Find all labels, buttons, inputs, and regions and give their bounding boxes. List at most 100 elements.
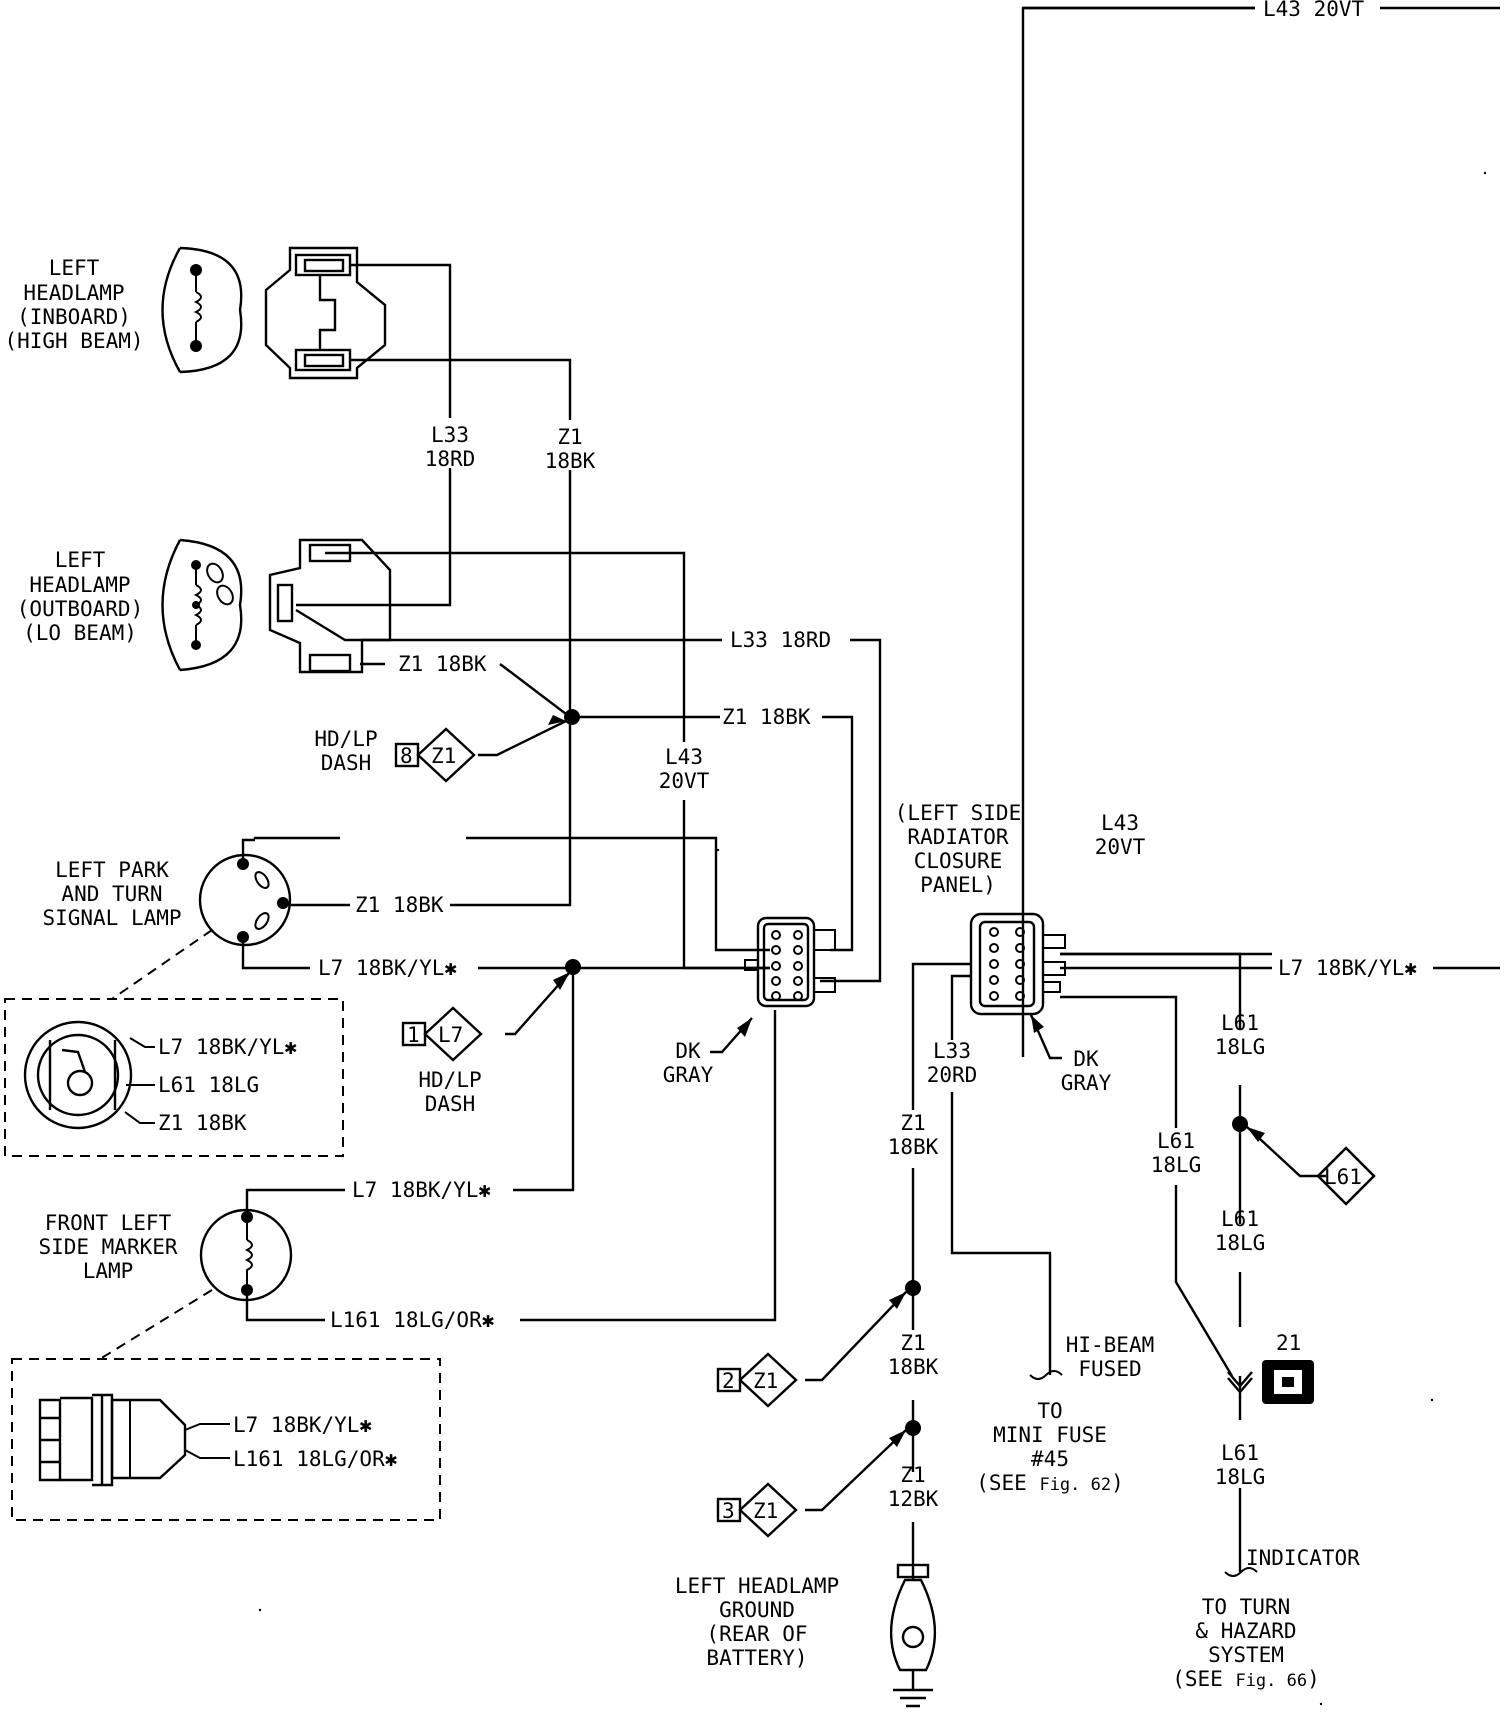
svg-text:(HIGH BEAM): (HIGH BEAM) <box>4 329 143 353</box>
wire-z1-18bk-inboard <box>350 358 572 907</box>
wire-splice3-arrow <box>805 1429 907 1512</box>
wire-label-l161-marker: L161 18LG/OR✱ <box>330 1308 495 1332</box>
svg-text:DASH: DASH <box>425 1092 476 1116</box>
splice-l61-code: L61 <box>1324 1165 1362 1189</box>
wire-splice1-arrow <box>505 971 571 1036</box>
wire-label-l43-left-1: L43 <box>665 745 703 769</box>
svg-text:TO TURN: TO TURN <box>1202 1595 1291 1619</box>
wire-l7-node-marker <box>245 968 575 1213</box>
splice-1-code: L7 <box>438 1023 463 1047</box>
splice-l61: L61 <box>1316 1146 1376 1206</box>
wire-l33-20rd <box>950 974 1052 1375</box>
wire-label-z1-12bk-2: 12BK <box>888 1487 939 1511</box>
wire-label-z1-18bk-v-2: 18BK <box>545 449 596 473</box>
svg-text:HD/LP: HD/LP <box>314 727 377 751</box>
svg-text:& HAZARD: & HAZARD <box>1195 1619 1296 1643</box>
side-marker-lamp <box>199 1208 293 1302</box>
svg-text:HD/LP: HD/LP <box>418 1068 481 1092</box>
label-radiator-panel: (LEFT SIDE RADIATOR CLOSURE PANEL) <box>895 801 1021 897</box>
junctions <box>564 709 1248 1436</box>
wire-breaks <box>1029 1370 1258 1577</box>
svg-text:(SEE Fig. 62): (SEE Fig. 62) <box>976 1471 1124 1495</box>
label-hdlp-dash-2: HD/LP DASH <box>418 1068 481 1116</box>
svg-text:PANEL): PANEL) <box>920 873 996 897</box>
wire-label-l7-marker: L7 18BK/YL✱ <box>352 1178 491 1202</box>
junction-l61 <box>1232 1116 1248 1132</box>
splice-1-num: 1 <box>407 1023 420 1047</box>
splice-8: 8 Z1 <box>394 727 476 783</box>
svg-text:LEFT HEADLAMP: LEFT HEADLAMP <box>675 1574 839 1598</box>
svg-text:FRONT LEFT: FRONT LEFT <box>45 1211 172 1235</box>
wire-l33-18rd-inboard <box>296 263 452 607</box>
svg-text:DK: DK <box>1073 1047 1099 1071</box>
wire-l43-top <box>1021 6 1500 1057</box>
svg-text:(OUTBOARD): (OUTBOARD) <box>17 597 143 621</box>
inset-marker-socket <box>11 1289 441 1521</box>
splice-8-num: 8 <box>400 744 413 768</box>
wire-z1-18bk-mid <box>570 715 854 952</box>
svg-text:DK: DK <box>675 1039 701 1063</box>
label-hdlp-dash-1: HD/LP DASH <box>314 727 377 775</box>
svg-text:SIGNAL LAMP: SIGNAL LAMP <box>42 906 181 930</box>
wire-label-l7-park: L7 18BK/YL✱ <box>318 956 457 980</box>
wire-labels: L43 20VT L33 18RD Z1 18BK L43 20VT L43 2… <box>158 0 1417 1511</box>
wire-label-l33-20rd-2: 20RD <box>927 1063 978 1087</box>
wire-label-z1-18bk-lo: Z1 18BK <box>398 652 487 676</box>
svg-text:TO: TO <box>1037 1399 1062 1423</box>
svg-text:#45: #45 <box>1031 1447 1069 1471</box>
svg-text:HEADLAMP: HEADLAMP <box>23 281 124 305</box>
junction-z1-a <box>905 1280 921 1296</box>
svg-text:GROUND: GROUND <box>719 1598 795 1622</box>
svg-text:GRAY: GRAY <box>663 1063 714 1087</box>
label-ground: LEFT HEADLAMP GROUND (REAR OF BATTERY) <box>675 1574 839 1670</box>
wire-label-l161-inset2: L161 18LG/OR✱ <box>233 1447 398 1471</box>
wire-label-l61-b-1: L61 <box>1157 1129 1195 1153</box>
wire-label-l43-top: L43 20VT <box>1263 0 1365 21</box>
splice-3-code: Z1 <box>753 1499 778 1523</box>
splice-3: 3 Z1 <box>716 1482 798 1538</box>
svg-text:HI-BEAM: HI-BEAM <box>1066 1333 1155 1357</box>
wire-label-l33-18rd-v-1: L33 <box>431 423 469 447</box>
junction-z1-upper <box>564 709 580 725</box>
connector-21 <box>1262 1360 1314 1404</box>
svg-text:AND TURN: AND TURN <box>61 882 162 906</box>
label-connector-21: 21 <box>1276 1331 1301 1355</box>
wire-label-z1-gnd2-1: Z1 <box>900 1331 925 1355</box>
svg-text:(LO BEAM): (LO BEAM) <box>23 621 137 645</box>
splice-3-num: 3 <box>722 1499 735 1523</box>
svg-text:FUSED: FUSED <box>1078 1357 1141 1381</box>
wires <box>241 6 1500 1575</box>
wire-label-l61-inset1: L61 18LG <box>158 1073 259 1097</box>
wire-label-z1-gnd1-1: Z1 <box>900 1111 925 1135</box>
wire-label-l33-20rd-1: L33 <box>933 1039 971 1063</box>
label-hi-beam: HI-BEAM FUSED <box>1066 1333 1155 1381</box>
wire-label-z1-park: Z1 18BK <box>355 893 444 917</box>
wire-label-l61-b-2: 18LG <box>1151 1153 1202 1177</box>
label-turn-hazard: TO TURN & HAZARD SYSTEM (SEE Fig. 66) <box>1172 1595 1320 1691</box>
svg-text:SIDE MARKER: SIDE MARKER <box>38 1235 177 1259</box>
svg-text:(SEE Fig. 66): (SEE Fig. 66) <box>1172 1667 1320 1691</box>
connector-right <box>969 912 1066 1016</box>
wire-splice2-arrow <box>805 1291 907 1382</box>
svg-text:LEFT: LEFT <box>49 256 100 280</box>
label-dk-gray-1: DK GRAY <box>663 1039 714 1087</box>
svg-text:(REAR OF: (REAR OF <box>706 1622 807 1646</box>
wire-label-z1-inset1: Z1 18BK <box>158 1111 247 1135</box>
wire-label-l61-a-2: 18LG <box>1215 1035 1266 1059</box>
headlamp-outboard <box>161 538 392 674</box>
wire-label-l61-c-2: 18LG <box>1215 1231 1266 1255</box>
wire-label-l43-right-2: 20VT <box>1095 835 1146 859</box>
wire-splice8-arrow <box>478 719 567 757</box>
wire-label-l7-inset2: L7 18BK/YL✱ <box>233 1413 372 1437</box>
wire-label-l61-a-1: L61 <box>1221 1011 1259 1035</box>
svg-text:DASH: DASH <box>321 751 372 775</box>
svg-text:CLOSURE: CLOSURE <box>914 849 1003 873</box>
label-headlamp-inboard: LEFT HEADLAMP (INBOARD) (HIGH BEAM) <box>4 256 143 353</box>
label-indicator: INDICATOR <box>1246 1546 1360 1570</box>
splice-2-code: Z1 <box>753 1369 778 1393</box>
wire-l61-left-branch <box>1060 995 1234 1377</box>
headlamp-inboard <box>161 246 387 380</box>
svg-text:BATTERY): BATTERY) <box>706 1646 807 1670</box>
wire-label-l61-d-2: 18LG <box>1215 1465 1266 1489</box>
